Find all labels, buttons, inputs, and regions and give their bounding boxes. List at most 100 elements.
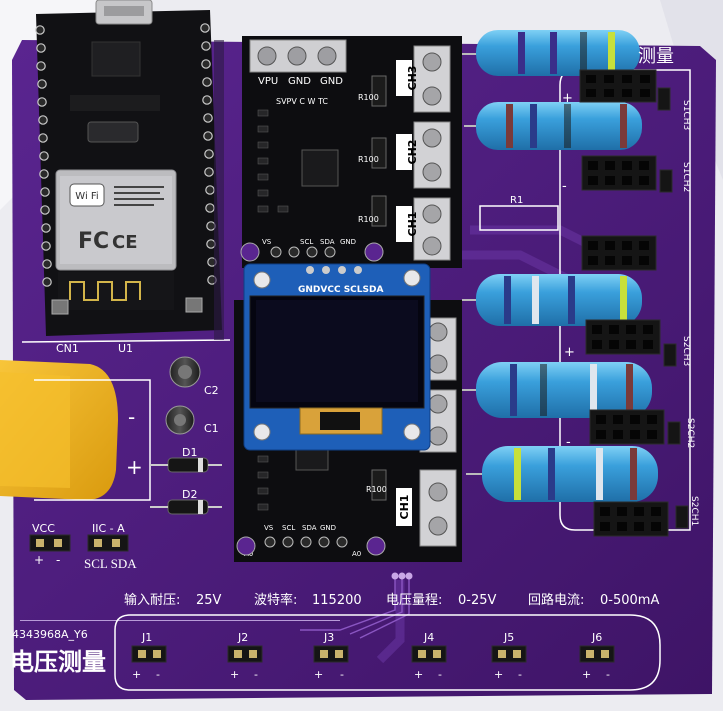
j3-minus: - (340, 668, 344, 681)
resistor-5 (466, 446, 658, 502)
top-res-1: R100 (358, 155, 379, 164)
resistor-3 (462, 274, 642, 326)
top-pin-0: VPU (258, 76, 278, 87)
j5-plus: + (494, 668, 503, 681)
bottom-pin-4: GND (320, 524, 336, 532)
jumper-j4: J4 (423, 631, 434, 644)
d1-label: D1 (182, 446, 197, 459)
jumper-j6: J6 (591, 631, 602, 644)
top-res-2: R100 (358, 215, 379, 224)
j2-minus: - (254, 668, 258, 681)
resistor-2 (464, 102, 642, 150)
bottom-pin-5: A0 (352, 550, 361, 558)
spec-2-value: 0-25V (458, 593, 497, 608)
spec-0-value: 25V (196, 593, 222, 608)
jumper-row (131, 645, 615, 663)
fcc-logo: FC (78, 229, 109, 254)
nodemcu-pins-left (35, 25, 52, 287)
part-number: 4343968A_Y6 (12, 628, 88, 641)
spec-1-value: 115200 (312, 593, 362, 608)
c2-label: C2 (204, 384, 219, 397)
bottom-pin-2: SCL (282, 524, 295, 532)
j5-minus: - (518, 668, 522, 681)
ce-logo: CE (112, 232, 138, 253)
vcc-header (29, 534, 71, 552)
diode-d1 (150, 457, 222, 473)
rplus-2: + (564, 345, 575, 360)
jumper-j5: J5 (503, 631, 514, 644)
top-res-0: R100 (358, 93, 379, 102)
vcc-minus: - (56, 553, 60, 567)
esp12-module: Wi Fi FC CE (55, 169, 177, 310)
top-ch-2: CH1 (406, 212, 419, 237)
spec-1-label: 波特率: (254, 592, 297, 608)
iic-label: IIC - A (92, 522, 125, 535)
minus-sign: - (128, 405, 135, 429)
jumper-j1: J1 (141, 631, 152, 644)
resistor-1 (462, 30, 640, 76)
jumper-j2: J2 (237, 631, 248, 644)
right-edge-jumpers (657, 87, 689, 529)
top-pin-row: SVPV C W TC (276, 97, 328, 106)
rplus-1: + (562, 91, 573, 106)
right-label-3: S2CH2 (685, 418, 695, 448)
c1-label: C1 (204, 422, 219, 435)
top-bottom-pin-3: GND (340, 238, 356, 246)
j2-plus: + (230, 668, 239, 681)
spec-3-label: 回路电流: (528, 592, 584, 608)
right-label-2: S2CH3 (681, 336, 691, 366)
wifi-label: Wi Fi (75, 191, 98, 202)
board-title: 电压测量 (10, 648, 106, 676)
diode-d2 (150, 499, 222, 515)
j6-minus: - (606, 668, 610, 681)
top-bottom-pin-2: SDA (320, 238, 335, 246)
nodemcu-board: Wi Fi FC CE (35, 0, 222, 336)
spec-2-label: 电压量程: (386, 593, 442, 608)
j6-plus: + (582, 668, 591, 681)
top-pin-1: GND (288, 76, 311, 87)
usb-power-plug (0, 360, 118, 500)
oled-pin-label: GNDVCC SCLSDA (298, 285, 383, 295)
top-pin-2: GND (320, 76, 343, 87)
rminus-1: - (562, 179, 567, 194)
j1-plus: + (132, 668, 141, 681)
oled-display: GNDVCC SCLSDA (243, 263, 431, 451)
top-bottom-pin-0: VS (262, 238, 272, 246)
j3-plus: + (314, 668, 323, 681)
right-label-4: S2CH1 (689, 496, 699, 526)
bottom-ch-label: CH1 (398, 495, 411, 520)
scl-sda-label: SCL SDA (84, 556, 137, 571)
j4-minus: - (438, 668, 442, 681)
j4-plus: + (414, 668, 423, 681)
sensor-module-top: VPU GND GND CH3 CH2 CH1 R100 R100 R100 S… (240, 36, 462, 268)
trace-pads (391, 572, 413, 580)
bottom-pin-1: VS (264, 524, 274, 532)
vcc-label: VCC (32, 522, 55, 535)
d2-label: D2 (182, 488, 197, 501)
top-ch-0: CH3 (406, 66, 419, 91)
j1-minus: - (156, 668, 160, 681)
top-ch-1: CH2 (406, 140, 419, 165)
right-cn-title: 测量 (638, 46, 674, 67)
u1-label: U1 (118, 342, 133, 355)
right-label-1: S1CH2 (681, 162, 691, 192)
capacitor-c1 (165, 405, 195, 435)
r1-label: R1 (510, 195, 523, 206)
capacitor-c2 (169, 356, 201, 388)
right-label-0: S1CH3 (681, 100, 691, 130)
vcc-plus: + (34, 553, 44, 567)
plus-sign: + (126, 455, 143, 479)
iic-header (87, 534, 129, 552)
spec-0-label: 输入耐压: (124, 592, 180, 608)
jumper-j3: J3 (323, 631, 334, 644)
cn1-label: CN1 (56, 342, 79, 355)
resistor-4 (462, 362, 652, 418)
female-headers-right (579, 69, 669, 537)
bottom-res-label: R100 (366, 485, 387, 494)
bottom-pin-3: SDA (302, 524, 317, 532)
top-bottom-pin-1: SCL (300, 238, 313, 246)
spec-3-value: 0-500mA (600, 593, 659, 608)
rminus-2: - (566, 435, 571, 450)
